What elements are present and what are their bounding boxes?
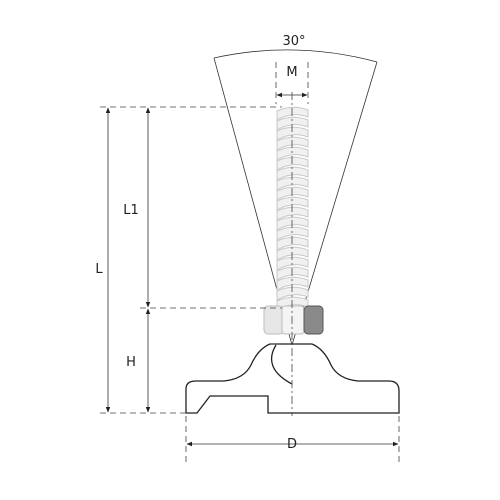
thread-coil	[276, 246, 309, 261]
thread-coil	[276, 216, 309, 231]
thread-coil	[276, 186, 309, 201]
hex-nut	[263, 305, 324, 335]
thread-coil	[276, 126, 309, 141]
thread-coil	[276, 146, 309, 161]
thread-coil	[276, 276, 309, 291]
thread-coil	[276, 286, 309, 301]
thread-coil	[276, 116, 309, 131]
thread-coil	[276, 196, 309, 211]
thread-length-dimension: L1	[123, 107, 151, 308]
angle-label: 30°	[282, 34, 305, 49]
overall-length-label: L	[95, 262, 103, 277]
thread-coil	[276, 176, 309, 191]
thread-coil	[276, 256, 309, 271]
threaded-stud	[276, 106, 309, 311]
thread-coil	[276, 136, 309, 151]
extension-lines	[100, 106, 400, 466]
overall-length-dimension: L	[95, 107, 111, 413]
diameter-label: D	[287, 437, 297, 452]
height-label: H	[126, 355, 136, 370]
thread-label: M	[286, 65, 297, 80]
thread-length-label: L1	[123, 203, 139, 218]
thread-coil	[276, 156, 309, 171]
diameter-dimension: D	[186, 437, 399, 452]
thread-coil	[276, 226, 309, 241]
base-outline	[185, 343, 400, 414]
thread-coil	[276, 236, 309, 251]
height-dimension: H	[126, 308, 151, 413]
thread-coil	[276, 206, 309, 221]
thread-coil	[276, 266, 309, 281]
thread-coil	[276, 106, 309, 121]
thread-coil	[276, 166, 309, 181]
thread-diameter-dimension: M	[275, 62, 309, 104]
